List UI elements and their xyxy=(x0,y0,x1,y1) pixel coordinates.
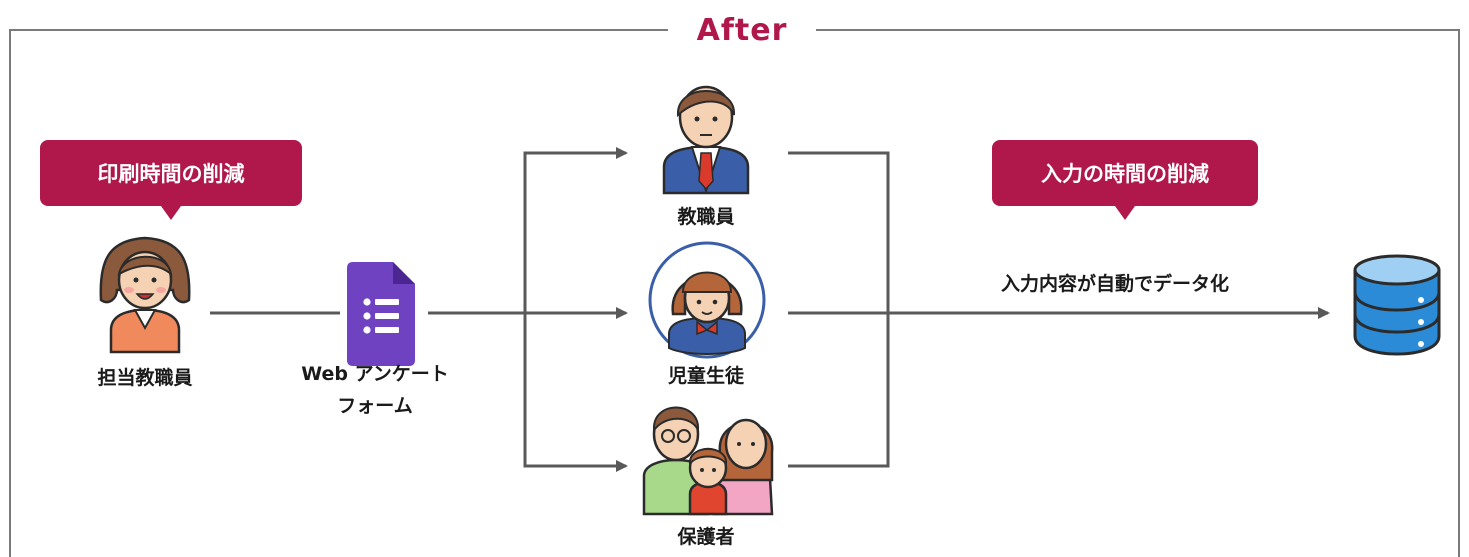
students-label: 児童生徒 xyxy=(667,365,744,387)
woman-staff-icon xyxy=(99,236,191,354)
print-reduction-callout: 印刷時間の削減 xyxy=(40,140,302,220)
google-forms-icon xyxy=(347,262,415,366)
branch-spine xyxy=(523,151,626,468)
auto-data-label: 入力内容が自動でデータ化 xyxy=(1000,273,1229,295)
teachers-label: 教職員 xyxy=(677,206,735,228)
form-label-line2: フォーム xyxy=(337,395,413,417)
male-teacher-icon xyxy=(662,85,750,195)
connector-lines xyxy=(210,147,1330,472)
form-label-line1: Web アンケート xyxy=(301,363,449,385)
input-reduction-callout: 入力の時間の削減 xyxy=(992,140,1258,220)
staff-label: 担当教職員 xyxy=(97,367,193,389)
frame-title: After xyxy=(668,8,816,52)
guardians-label: 保護者 xyxy=(677,526,735,548)
family-icon xyxy=(642,406,774,516)
database-icon xyxy=(1353,254,1441,356)
student-girl-icon xyxy=(648,241,766,359)
merge-spine xyxy=(788,151,890,468)
